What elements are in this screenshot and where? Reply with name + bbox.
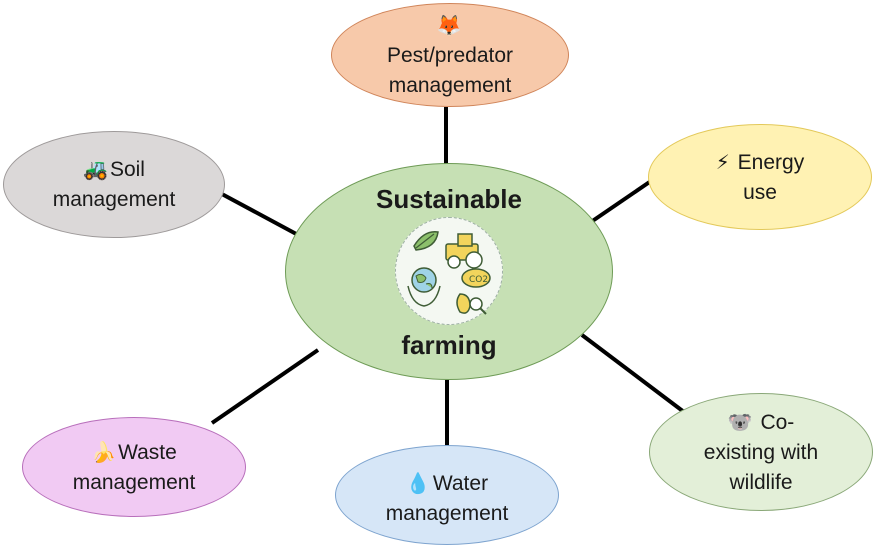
node-energy-use: ⚡ Energy use (648, 124, 872, 230)
node-label-line2: use (743, 180, 777, 204)
tractor-icon: 🚜 (83, 157, 108, 181)
node-label-line1: Energy (737, 150, 805, 174)
center-node-sustainable-farming: Sustainable CO2 farming (285, 163, 613, 380)
node-label-line2: existing with (703, 440, 819, 464)
center-title-bottom: farming (401, 329, 497, 360)
lightning-icon: ⚡ (715, 149, 730, 174)
connector-soil (219, 191, 301, 238)
node-pest-predator-management: 🦊 Pest/predator management (331, 3, 569, 107)
node-soil-management: 🚜Soil management (3, 131, 225, 238)
node-label-line2: management (388, 73, 512, 97)
node-label-line2: management (52, 188, 176, 211)
node-waste-management: 🍌Waste management (22, 417, 246, 517)
connector-energy (589, 179, 653, 224)
fox-icon: 🦊 (436, 12, 462, 37)
banana-icon: 🍌 (91, 439, 117, 464)
connector-coexist (580, 333, 686, 414)
node-label-line1: Soil (109, 158, 145, 181)
node-label-line2: management (72, 470, 196, 494)
svg-text:CO2: CO2 (469, 275, 488, 285)
center-title-top: Sustainable (376, 183, 522, 214)
sustainable-farming-icon: CO2 (395, 216, 503, 325)
node-label-line1: Pest/predator (386, 43, 514, 67)
node-label-line1: Water (432, 472, 489, 495)
node-water-management: 💧Water management (335, 445, 559, 545)
node-label-line2: management (385, 502, 509, 525)
connector-waste (210, 348, 320, 425)
node-coexisting-with-wildlife: 🐨 Co- existing with wildlife (649, 393, 873, 511)
droplet-icon: 💧 (405, 471, 431, 495)
node-label-line1: Waste (118, 440, 177, 464)
koala-icon: 🐨 (727, 409, 753, 434)
connector-layer (210, 107, 686, 447)
node-label-line1: Co- (760, 410, 795, 434)
node-label-line3: wildlife (729, 470, 793, 494)
